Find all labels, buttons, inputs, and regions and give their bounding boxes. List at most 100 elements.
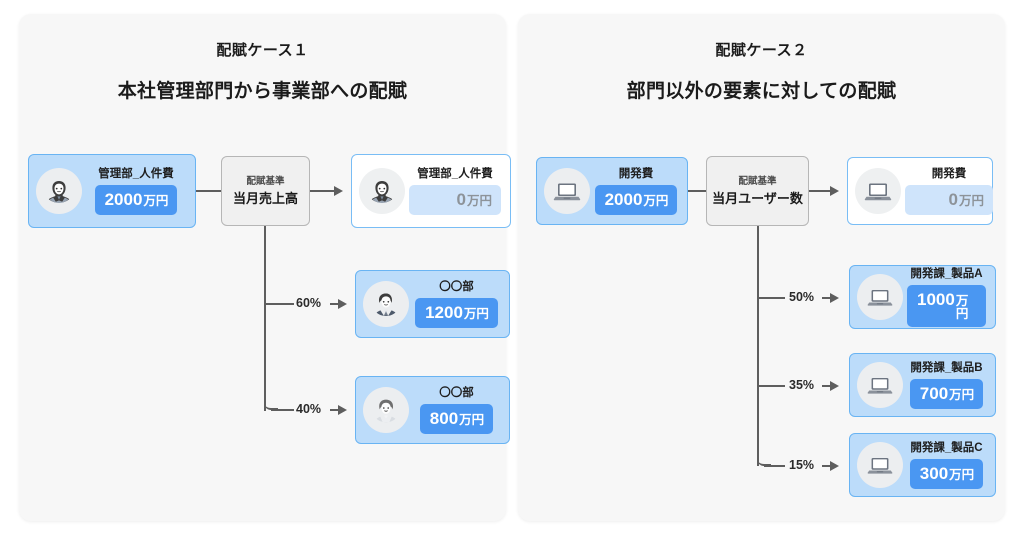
- arrow-head-result-case2: [830, 185, 839, 196]
- connector-source-to-criteria-case1: [196, 190, 221, 192]
- laptop-icon: [857, 274, 903, 320]
- amount-unit: 万円: [643, 194, 669, 208]
- avatar-woman-icon: [36, 168, 82, 214]
- criteria-box-case1[interactable]: 配賦基準 当月売上高: [221, 156, 310, 226]
- branch-line-60-case1: [264, 303, 294, 305]
- branch-arrow-line-35-case2: [822, 385, 832, 387]
- panel-case2-title: 部門以外の要素に対しての配賦: [626, 81, 897, 102]
- branch-percent-50-case2: 50%: [789, 290, 815, 304]
- arrow-head-40-case1: [338, 404, 347, 415]
- branch-line-50-case2: [757, 297, 785, 299]
- arrow-head-15-case2: [830, 460, 839, 471]
- source-card-label-case2: 開発費: [618, 168, 654, 180]
- amount-unit: 万円: [955, 294, 969, 321]
- branch-percent-35-case2: 35%: [789, 378, 815, 392]
- amount-number: 1000: [917, 290, 955, 309]
- trunk-line-case2: [757, 226, 759, 466]
- amount-number: 1200: [425, 303, 463, 322]
- trunk-elbow-case2: [757, 226, 771, 466]
- arrow-head-50-case2: [830, 292, 839, 303]
- amount-number: 2000: [104, 190, 143, 209]
- result-card-label-case1: 管理部_人件費: [417, 168, 493, 180]
- criteria-value-case1: 当月売上高: [232, 190, 298, 206]
- amount-unit: 万円: [949, 388, 975, 402]
- trunk-elbow-case1: [264, 226, 278, 410]
- criteria-box-case2[interactable]: 配賦基準 当月ユーザー数: [706, 156, 809, 226]
- criteria-label-case2: 配賦基準: [738, 175, 777, 187]
- branch-percent-40-case1: 40%: [296, 402, 322, 416]
- panel-case1-subtitle: 配賦ケース１: [216, 42, 309, 59]
- amount-number: 800: [429, 409, 459, 428]
- branch-arrow-line-60-case1: [330, 303, 340, 305]
- laptop-icon: [544, 168, 590, 214]
- laptop-icon: [855, 168, 901, 214]
- branch-line-35-case2: [757, 385, 785, 387]
- amount-unit: 万円: [466, 194, 492, 208]
- branch-card-label-15-case2: 開発課_製品C: [910, 442, 983, 454]
- laptop-icon: [857, 442, 903, 488]
- branch-line-40-case1: [271, 409, 294, 411]
- panel-case2-subtitle: 配賦ケース２: [715, 42, 808, 59]
- amount-number: 700: [919, 384, 949, 403]
- branch-card-label-60-case1: 〇〇部: [439, 281, 474, 293]
- amount-number: 300: [919, 464, 949, 483]
- criteria-label-case1: 配賦基準: [246, 175, 285, 187]
- amount-unit: 万円: [143, 194, 169, 208]
- branch-card-label-35-case2: 開発課_製品B: [910, 362, 983, 374]
- branch-card-label-40-case1: 〇〇部: [439, 387, 474, 399]
- amount-unit: 万円: [949, 468, 975, 482]
- amount-number: 0: [948, 190, 958, 209]
- amount-number: 2000: [604, 190, 643, 209]
- amount-number: 0: [456, 190, 466, 209]
- avatar-woman-icon: [359, 168, 405, 214]
- arrow-head-60-case1: [338, 298, 347, 309]
- panel-case1-title: 本社管理部門から事業部への配賦: [117, 81, 408, 102]
- criteria-value-case2: 当月ユーザー数: [712, 190, 803, 206]
- arrow-head-35-case2: [830, 380, 839, 391]
- avatar-woman2-icon: [363, 387, 409, 433]
- branch-arrow-line-40-case1: [330, 409, 340, 411]
- amount-unit: 万円: [459, 413, 485, 427]
- branch-arrow-line-50-case2: [822, 297, 832, 299]
- branch-arrow-line-15-case2: [822, 465, 832, 467]
- branch-card-label-50-case2: 開発課_製品A: [910, 268, 983, 280]
- laptop-icon: [857, 362, 903, 408]
- trunk-line-lower-case1: [264, 226, 266, 411]
- avatar-man-icon: [363, 281, 409, 327]
- connector-source-to-criteria-case2: [688, 190, 706, 192]
- connector-criteria-to-result-case2: [809, 190, 832, 192]
- result-card-label-case2: 開発費: [931, 168, 967, 180]
- amount-unit: 万円: [958, 194, 984, 208]
- arrow-head-result-case1: [334, 185, 343, 196]
- source-card-label-case1: 管理部_人件費: [98, 168, 174, 180]
- branch-percent-15-case2: 15%: [789, 458, 815, 472]
